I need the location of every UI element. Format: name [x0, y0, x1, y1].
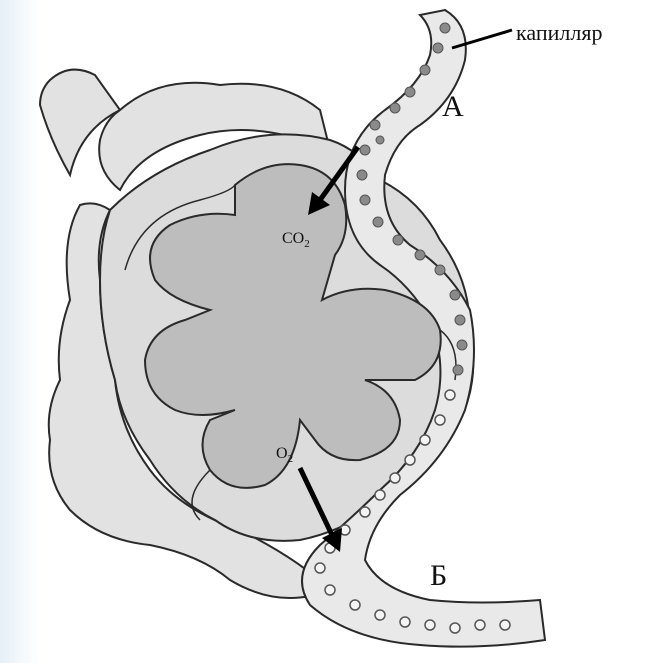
- o2-main: O: [276, 445, 288, 462]
- capillary-label: капилляр: [516, 20, 602, 45]
- co2-main: CO: [282, 230, 304, 247]
- o2-sub: 2: [288, 453, 294, 465]
- co2-sub: 2: [304, 238, 310, 250]
- point-b-label: Б: [430, 559, 447, 592]
- point-a-label: А: [442, 90, 464, 123]
